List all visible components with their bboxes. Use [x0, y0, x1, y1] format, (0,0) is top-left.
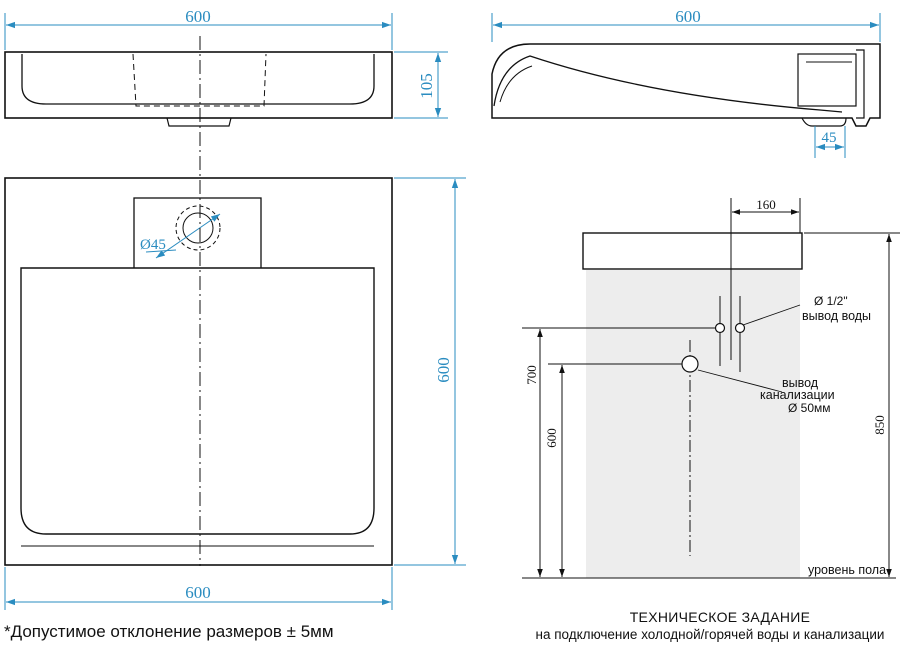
install-hot-water-outlet: [734, 322, 746, 334]
install-drain-outlet: [681, 355, 699, 373]
install-offset-label: 160: [756, 197, 776, 212]
install-water-pipe-label: Ø 1/2": [814, 294, 848, 308]
side-view-width-label: 600: [675, 7, 701, 26]
installation-diagram: 160 Ø 1/2" вывод воды вывод канализации …: [522, 197, 900, 579]
plan-view-depth-label: 600: [434, 357, 453, 383]
install-drain-size-label: Ø 50мм: [788, 401, 831, 415]
plan-view-hole-label: Ø45: [140, 237, 166, 253]
plan-view-tap-hole-outer: [175, 205, 221, 251]
side-view-drain-body: [856, 49, 865, 119]
install-drain-height-label: 600: [544, 428, 559, 448]
install-basin-block: [582, 232, 803, 270]
install-wall-zone: [586, 270, 800, 578]
top-view-basin-curve: [21, 54, 375, 105]
install-cold-water-outlet: [714, 322, 726, 334]
install-drain-label-line1: вывод: [782, 376, 819, 390]
plan-view-hole-dimension: [155, 213, 221, 259]
top-view-depth-label: 105: [417, 73, 436, 99]
top-view: 600 105: [4, 7, 448, 176]
side-view-overflow-channel: [797, 53, 857, 107]
side-view: 600 45: [491, 7, 881, 158]
install-drain-leader: [697, 369, 783, 393]
install-drain-label-line2: канализации: [760, 388, 835, 402]
side-view-inner-curve: [499, 65, 533, 103]
install-water-height-label: 700: [524, 365, 539, 385]
side-view-drain-offset-label: 45: [822, 130, 837, 146]
side-view-outline: [491, 43, 881, 127]
side-view-basin-curve: [493, 55, 843, 113]
top-view-drain-stub: [166, 117, 232, 127]
spec-subtitle: на подключение холодной/горячей воды и к…: [535, 627, 885, 642]
plan-view-basin: [20, 267, 375, 535]
tolerance-note: *Допустимое отклонение размеров ± 5мм: [4, 622, 334, 641]
install-water-outlet-label: вывод воды: [802, 309, 871, 323]
top-view-outline: [4, 51, 393, 119]
plan-view: Ø45 600 600: [4, 177, 466, 610]
top-view-width-label: 600: [185, 7, 211, 26]
side-view-drain-outlet: [801, 117, 847, 127]
install-water-leader: [742, 304, 801, 326]
spec-title: ТЕХНИЧЕСКОЕ ЗАДАНИЕ: [629, 609, 811, 625]
install-floor-label: уровень пола: [808, 563, 886, 577]
install-total-height-label: 850: [872, 415, 887, 435]
plan-view-width-label: 600: [185, 583, 211, 602]
